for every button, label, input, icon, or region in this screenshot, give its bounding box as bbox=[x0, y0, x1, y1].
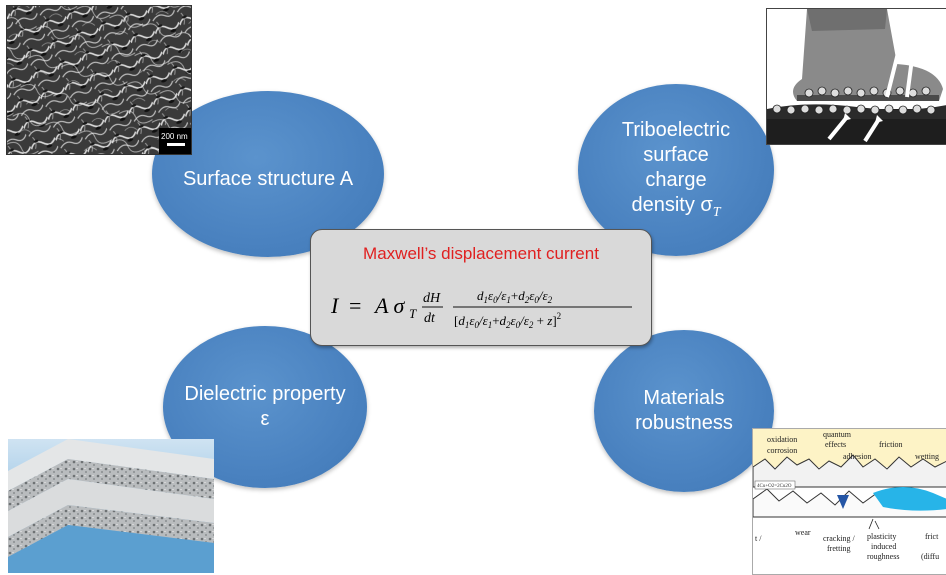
derivative-num: dH bbox=[423, 291, 441, 306]
node-label: Dielectric property ε bbox=[184, 383, 346, 430]
svg-text:induced: induced bbox=[871, 542, 896, 551]
svg-text:quantum: quantum bbox=[823, 430, 852, 439]
svg-text:fretting: fretting bbox=[827, 544, 851, 553]
shoe-charge-illustration bbox=[766, 8, 946, 145]
porous-dielectric-slab-image bbox=[8, 439, 214, 573]
node-label: Surface structure A bbox=[182, 167, 354, 190]
svg-text:T: T bbox=[409, 306, 417, 321]
svg-text:corrosion: corrosion bbox=[767, 446, 797, 455]
formula-prefactor: A σ bbox=[373, 293, 406, 318]
node-label: Materials robustness bbox=[635, 387, 733, 434]
formula-box: Maxwell’s displacement current I = A σ T… bbox=[310, 229, 652, 346]
formula-equals: = bbox=[349, 293, 361, 318]
derivative-den: dt bbox=[424, 311, 436, 326]
svg-text:roughness: roughness bbox=[867, 552, 899, 561]
svg-text:(diffu: (diffu bbox=[921, 552, 939, 561]
node-materials-robustness: Materials robustness bbox=[594, 330, 774, 492]
svg-text:effects: effects bbox=[825, 440, 846, 449]
svg-text:wear: wear bbox=[795, 528, 811, 537]
tribology-schematic-image: 4Cu+O2=2Cu2O oxidation corrosion quantum… bbox=[752, 428, 946, 575]
svg-text:t /: t / bbox=[755, 534, 762, 543]
fraction-denominator: [d1ε0/ε1+d2ε0/ε2 + z]2 bbox=[454, 311, 561, 330]
displacement-current-formula: I = A σ T dH dt d1ε0/ε1+d2ε0/ε2 [d1ε0/ε1… bbox=[330, 288, 632, 330]
chem-label: 4Cu+O2=2Cu2O bbox=[757, 484, 792, 489]
scale-bar-label: 200 nm bbox=[161, 132, 188, 141]
formula-title: Maxwell’s displacement current bbox=[363, 244, 599, 263]
svg-text:friction: friction bbox=[879, 440, 903, 449]
fraction-numerator: d1ε0/ε1+d2ε0/ε2 bbox=[477, 288, 553, 305]
svg-text:adhesion: adhesion bbox=[843, 452, 871, 461]
svg-text:cracking /: cracking / bbox=[823, 534, 856, 543]
svg-text:plasticity: plasticity bbox=[867, 532, 896, 541]
svg-text:oxidation: oxidation bbox=[767, 435, 797, 444]
svg-text:wetting: wetting bbox=[915, 452, 939, 461]
sem-micrograph-image: 200 nm bbox=[6, 5, 192, 155]
scale-bar bbox=[167, 143, 185, 146]
formula-lhs: I bbox=[330, 293, 340, 318]
svg-text:frict: frict bbox=[925, 532, 939, 541]
